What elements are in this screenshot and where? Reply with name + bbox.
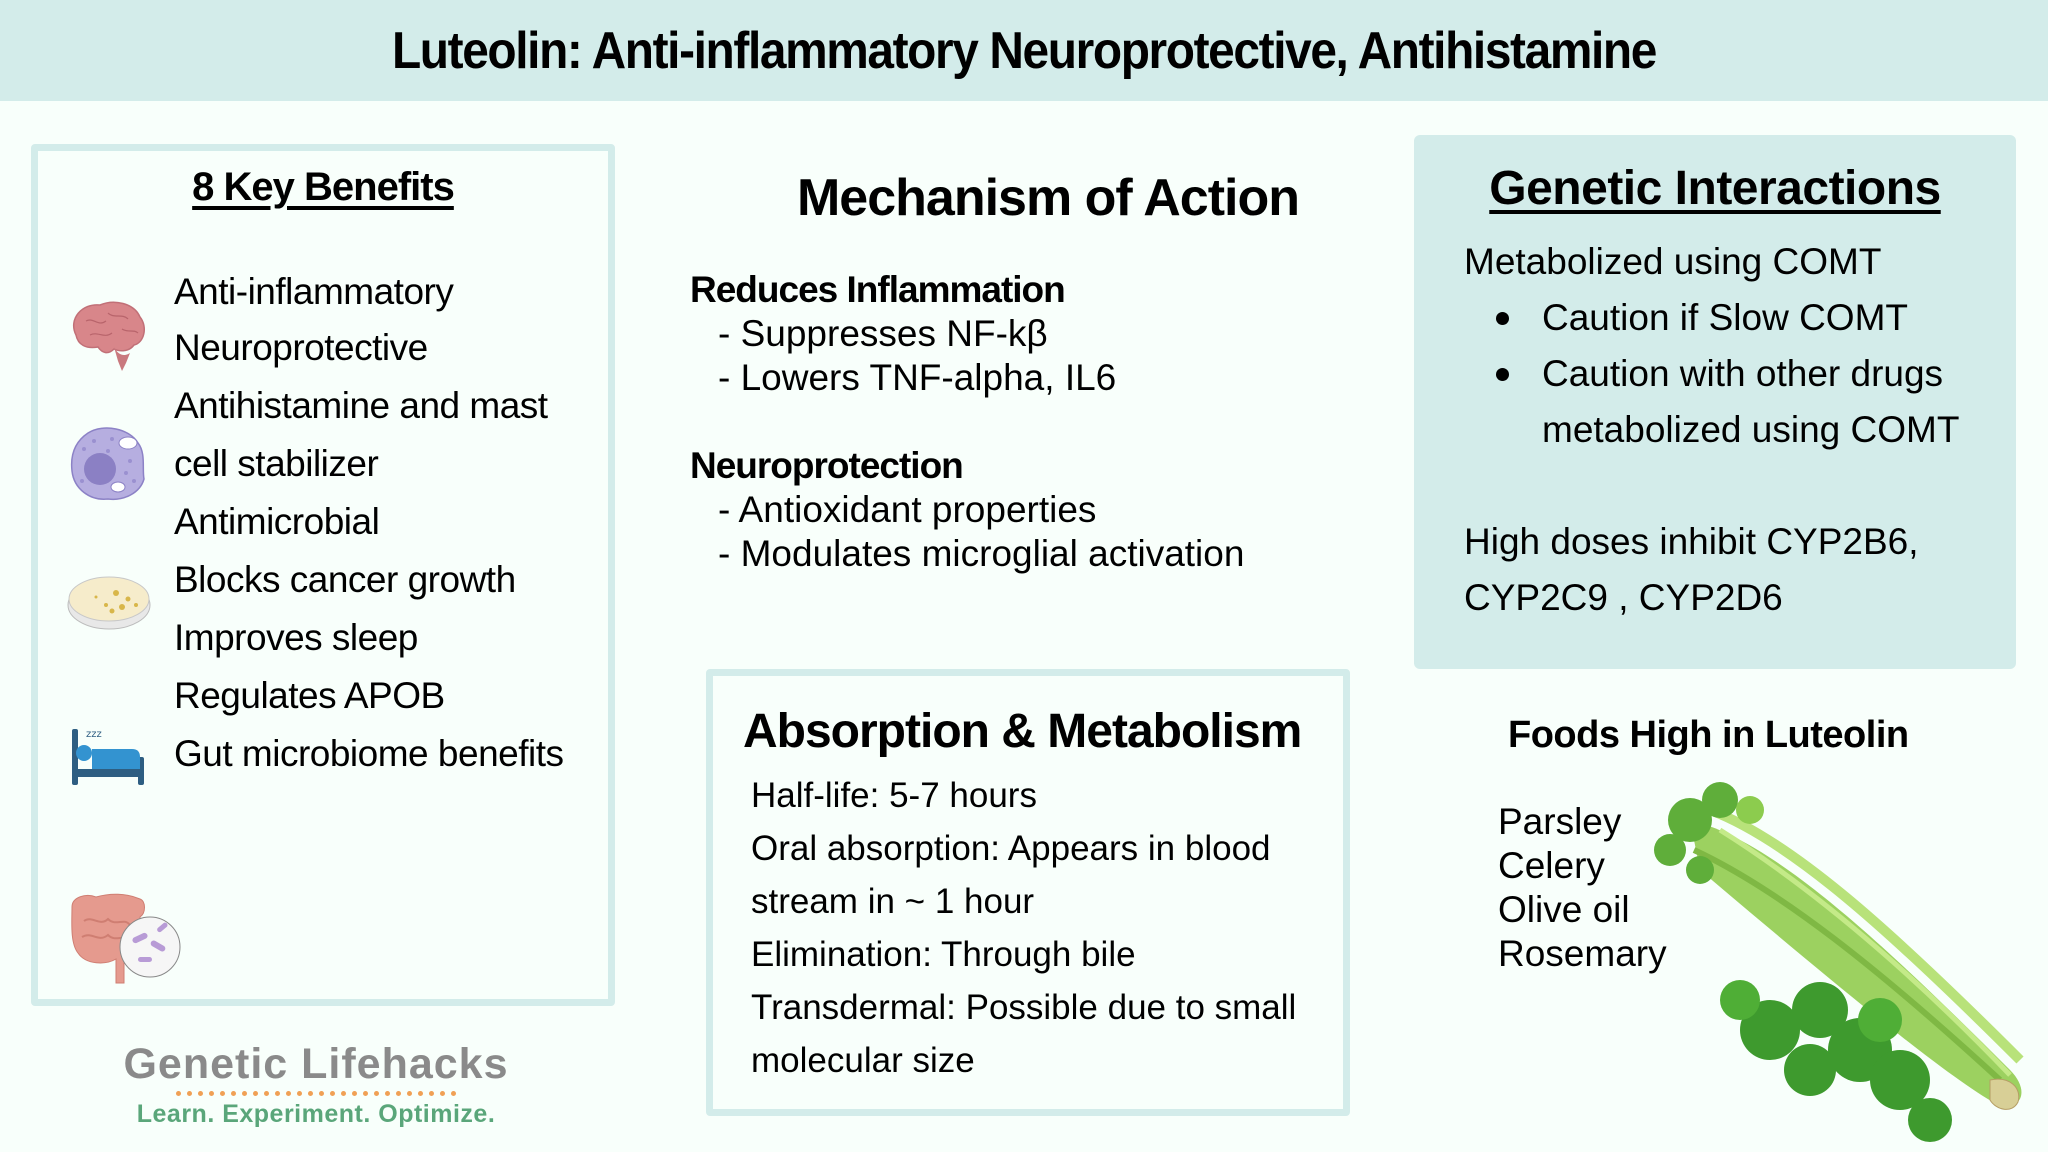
brain-icon (73, 301, 146, 371)
benefit-item: Anti-inflammatory (174, 271, 454, 312)
cyp-line: High doses inhibit CYP2B6, (1464, 521, 1919, 562)
absorption-line: molecular size (751, 1041, 975, 1080)
petri-dish-icon (67, 576, 151, 630)
mast-cell-icon (70, 427, 145, 501)
food-item: Parsley (1498, 801, 1622, 842)
mechanism-group-heading: Reduces Inflammation (690, 269, 1066, 310)
mechanism-group-neuroprotection: Neuroprotection - Antioxidant properties… (690, 444, 1244, 576)
absorption-title: Absorption & Metabolism (743, 705, 1302, 758)
mechanism-item: - Lowers TNF-alpha, IL6 (718, 357, 1117, 398)
genetic-bullet: Caution if Slow COMT (1464, 290, 2016, 346)
genetic-interactions-panel: Genetic Interactions Metabolized using C… (1414, 135, 2016, 669)
genetic-intro: Metabolized using COMT (1464, 241, 1882, 282)
title-banner: Luteolin: Anti-inflammatory Neuroprotect… (0, 0, 2048, 101)
benefit-item: Antihistamine and mast (174, 385, 548, 426)
key-benefits-panel: 8 Key Benefits Anti-inflammatory Neuropr… (31, 144, 615, 1006)
absorption-line: Oral absorption: Appears in blood (751, 829, 1271, 868)
mechanism-section: Mechanism of Action Reduces Inflammation… (688, 168, 1328, 574)
benefit-item: Gut microbiome benefits (174, 733, 564, 774)
intestine-microbiome-icon (71, 893, 181, 984)
foods-title: Foods High in Luteolin (1508, 714, 1909, 756)
benefits-title: 8 Key Benefits (192, 165, 455, 209)
food-item: Rosemary (1498, 933, 1667, 974)
genetic-bullet-list: Caution if Slow COMT Caution with other … (1464, 290, 2016, 402)
mechanism-item: - Modulates microglial activation (718, 533, 1245, 574)
mechanism-item: - Antioxidant properties (718, 489, 1097, 530)
logo-brand: Genetic Lifehacks (123, 1040, 509, 1088)
logo-dots-divider (96, 1091, 536, 1096)
svg-text:zzz: zzz (86, 729, 102, 740)
celery-parsley-image (1654, 782, 2024, 1142)
logo-tagline: Learn. Experiment. Optimize. (136, 1100, 496, 1128)
genetic-bullet-continuation: metabolized using COMT (1542, 409, 1960, 450)
food-item: Celery (1498, 845, 1605, 886)
absorption-metabolism-panel: Absorption & Metabolism Half-life: 5-7 h… (706, 669, 1350, 1116)
genetic-bullet: Caution with other drugs (1464, 346, 2016, 402)
sleeping-bed-icon: zzz (72, 729, 144, 785)
page-title: Luteolin: Anti-inflammatory Neuroprotect… (391, 21, 1657, 80)
genetic-title: Genetic Interactions (1489, 162, 1941, 215)
benefit-item: cell stabilizer (174, 443, 379, 484)
mechanism-group-inflammation: Reduces Inflammation - Suppresses NF-kβ … (690, 268, 1116, 400)
absorption-line: Half-life: 5-7 hours (751, 776, 1037, 815)
cyp-line: CYP2C9 , CYP2D6 (1464, 577, 1783, 618)
mechanism-title: Mechanism of Action (796, 169, 1300, 227)
foods-list: Parsley Celery Olive oil Rosemary (1498, 800, 1667, 976)
absorption-line: Transdermal: Possible due to small (751, 988, 1297, 1027)
mechanism-group-heading: Neuroprotection (690, 445, 964, 486)
benefit-item: Antimicrobial (174, 501, 380, 542)
benefit-item: Neuroprotective (174, 327, 428, 368)
benefit-item: Blocks cancer growth (174, 559, 516, 600)
absorption-line: Elimination: Through bile (751, 935, 1136, 974)
benefit-item: Regulates APOB (174, 675, 445, 716)
mechanism-item: - Suppresses NF-kβ (718, 313, 1048, 354)
benefit-item: Improves sleep (174, 617, 418, 658)
genetic-lifehacks-logo: Genetic Lifehacks Learn. Experiment. Opt… (96, 1040, 536, 1129)
food-item: Olive oil (1498, 889, 1630, 930)
absorption-line: stream in ~ 1 hour (751, 882, 1035, 921)
